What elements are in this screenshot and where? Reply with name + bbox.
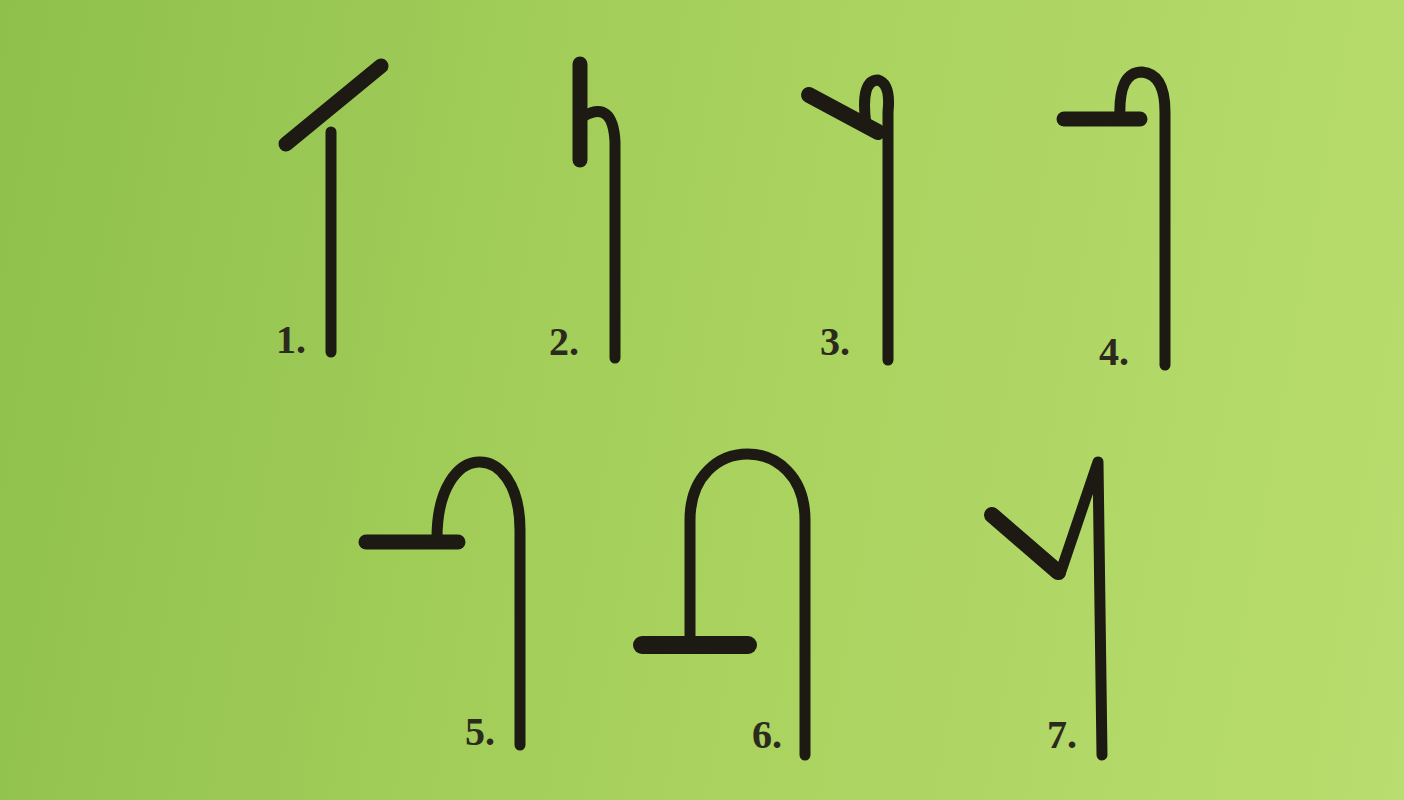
sign-3 [809,80,889,360]
sign-7 [992,462,1102,755]
callout-number: 2. [549,322,579,362]
callout-number: 5. [465,712,495,752]
sign-6 [642,454,805,755]
sign-4 [1064,72,1165,365]
callout-number: 4. [1099,332,1129,372]
sign-5 [366,462,520,745]
callout-number: 3. [820,322,850,362]
callout-number: 1. [276,320,306,360]
callout-number: 6. [752,715,782,755]
sign-1 [286,66,381,352]
callout-number: 7. [1047,715,1077,755]
sign-2 [580,64,615,358]
